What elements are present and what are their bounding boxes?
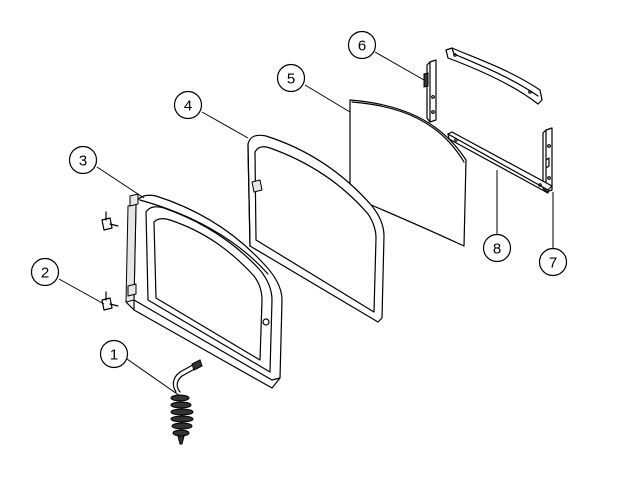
callout-8: 8 (482, 233, 512, 263)
leader-lines (58, 51, 554, 397)
part-6-glass-clip (423, 59, 437, 123)
upper-retainer-strip (445, 47, 543, 105)
hinge-pin-upper (101, 211, 119, 231)
callout-5: 5 (276, 63, 306, 93)
part-3-door-frame (125, 193, 283, 389)
callout-3: 3 (68, 145, 98, 175)
callout-1-label: 1 (110, 347, 118, 364)
part-4-gasket-frame (247, 134, 385, 323)
part-2-hinge-pin (101, 291, 119, 311)
callout-4: 4 (173, 90, 203, 120)
part-8-lower-retainer (447, 131, 553, 194)
callout-1: 1 (99, 339, 129, 369)
part-7-glass-clip (542, 127, 553, 193)
part-5-glass-panel (349, 99, 467, 247)
callout-4-label: 4 (184, 98, 192, 115)
callout-3-label: 3 (79, 153, 87, 170)
callout-8-label: 8 (493, 241, 501, 258)
handle-coil-grip (170, 394, 194, 445)
part-1-door-handle (170, 359, 203, 445)
callout-7-label: 7 (549, 255, 557, 272)
callout-7: 7 (538, 247, 568, 277)
callout-6: 6 (347, 30, 377, 60)
callout-2-label: 2 (41, 265, 49, 282)
callout-2: 2 (30, 257, 60, 287)
callout-6-label: 6 (358, 38, 366, 55)
callout-5-label: 5 (287, 71, 295, 88)
